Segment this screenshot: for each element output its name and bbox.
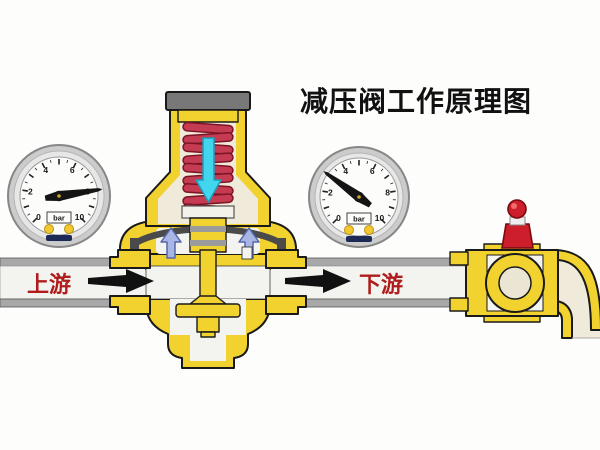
spring-force-down-arrow xyxy=(194,137,223,204)
diagram-title: 减压阀工作原理图 xyxy=(300,86,532,117)
valve-disc xyxy=(175,303,241,318)
pipe-union-clamps xyxy=(109,249,307,315)
svg-text:2: 2 xyxy=(328,188,333,198)
pressure-reducing-valve xyxy=(109,91,307,369)
pressure-up-arrow-right xyxy=(238,227,260,259)
flow-arrow-downstream xyxy=(285,269,351,293)
svg-text:0: 0 xyxy=(336,213,341,223)
svg-text:10: 10 xyxy=(375,213,385,223)
spring-seat-plate xyxy=(177,109,239,123)
svg-text:0: 0 xyxy=(36,212,41,222)
upstream-label: 上游 xyxy=(27,272,71,297)
pressure-gauge-downstream: 0 2 4 6 8 10 bar xyxy=(308,146,410,248)
spindle-nut xyxy=(196,316,220,333)
piston xyxy=(189,217,227,253)
svg-text:6: 6 xyxy=(370,166,375,176)
adjusting-cap xyxy=(165,91,251,111)
unit-label: bar xyxy=(53,214,65,223)
svg-text:2: 2 xyxy=(28,187,33,197)
svg-text:8: 8 xyxy=(385,188,390,198)
sensing-port xyxy=(241,246,253,260)
svg-text:6: 6 xyxy=(70,165,75,175)
svg-text:4: 4 xyxy=(343,166,348,176)
gauge-brand-mark xyxy=(346,236,372,242)
downstream-label: 下游 xyxy=(359,272,403,297)
svg-text:4: 4 xyxy=(43,165,48,175)
gauge-brand-mark xyxy=(46,235,72,241)
pressure-gauge-upstream: 0 2 4 6 8 10 bar xyxy=(7,144,111,248)
flow-arrow-upstream xyxy=(88,269,154,293)
valve-spindle xyxy=(175,249,241,338)
shutoff-ball-valve xyxy=(449,199,559,323)
unit-label: bar xyxy=(353,215,365,224)
svg-text:10: 10 xyxy=(75,212,85,222)
spring-plate xyxy=(181,205,235,219)
pressure-up-arrow-left xyxy=(160,227,182,259)
outlet-elbow xyxy=(555,249,600,339)
tap-handle xyxy=(501,199,534,249)
